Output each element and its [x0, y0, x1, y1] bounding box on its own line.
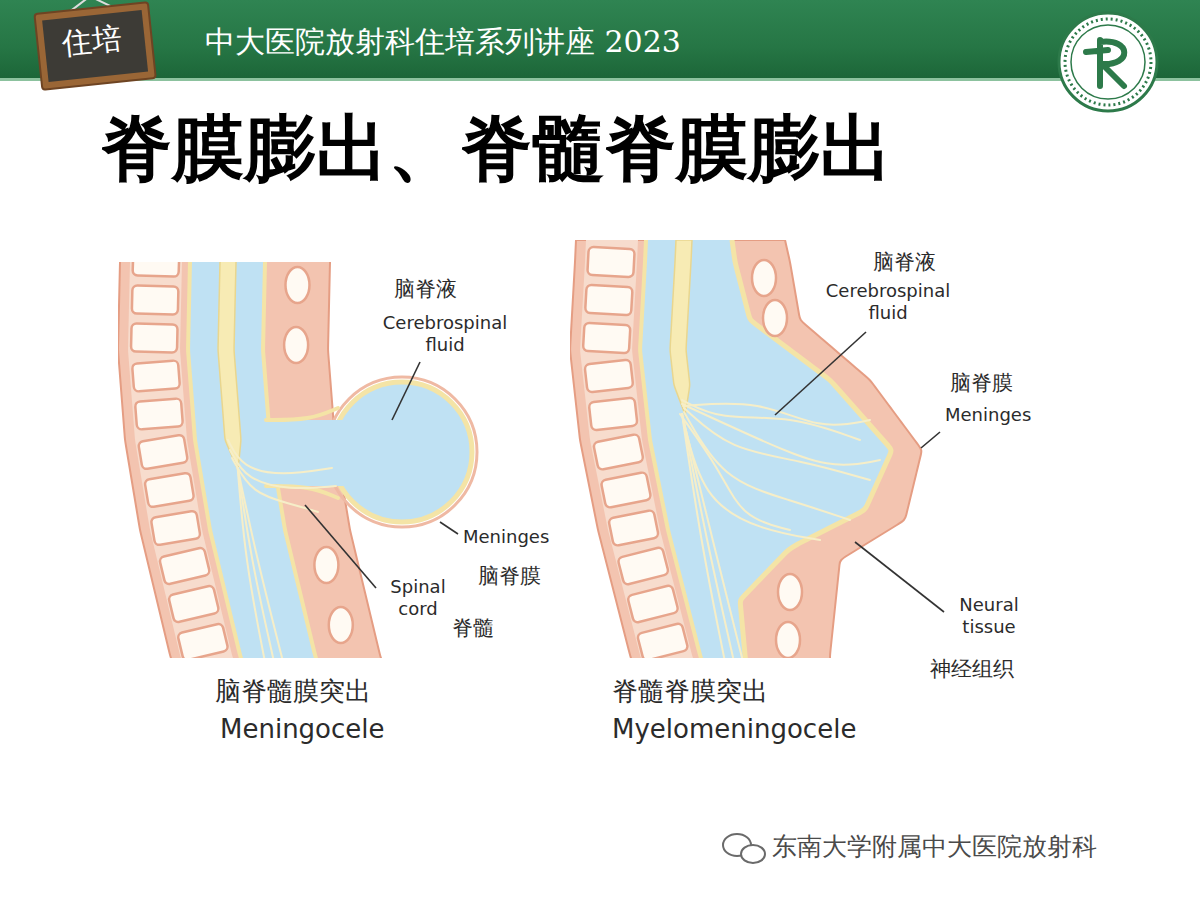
figure-caption: Meningocele: [220, 714, 385, 745]
figure-caption: 脊髓脊膜突出: [612, 676, 768, 707]
vertebral-body: [133, 262, 180, 277]
meninges-line: [732, 240, 891, 658]
nerve-root: [230, 450, 336, 488]
vertebral-body: [593, 434, 644, 470]
neural-tissue: [682, 400, 860, 440]
sac-neck: [266, 420, 346, 486]
spinal-cord: [670, 240, 692, 415]
header: [0, 0, 1200, 111]
spinous-process: [284, 327, 308, 363]
part-label: Meninges: [463, 526, 549, 548]
sac-neck-edge: [266, 408, 338, 420]
nerve-root: [232, 458, 318, 512]
part-label: 脑脊液: [394, 277, 457, 302]
vertebral-body: [617, 547, 669, 586]
part-label: Cerebrospinal fluid: [365, 312, 525, 355]
leader-line: [921, 432, 940, 448]
vertebral-body: [131, 323, 178, 352]
part-label: Spinal cord: [380, 576, 456, 619]
leader-line: [775, 332, 866, 415]
vertebral-body: [589, 398, 638, 431]
vertebral-body: [608, 510, 659, 546]
cauda-equina: [682, 414, 734, 658]
header-bar: [0, 0, 1200, 78]
header-rule: [0, 78, 1200, 81]
wechat-icon: [723, 834, 765, 863]
vertebral-body: [159, 547, 210, 585]
vertebral-body: [138, 434, 188, 469]
vertebral-body: [583, 323, 631, 354]
spinous-process: [776, 622, 800, 658]
leader-lines: [305, 332, 944, 612]
board-slate: [42, 10, 148, 82]
vertebral-body: [135, 398, 183, 429]
board-frame: [34, 2, 155, 89]
vertebral-body: [587, 247, 634, 277]
hospital-logo: [1059, 13, 1157, 111]
neural-tissue: [684, 412, 850, 520]
part-label: Neural tissue: [946, 594, 1032, 637]
slide-title: 脊膜膨出、脊髓脊膜膨出: [100, 112, 892, 184]
figures: [0, 0, 1200, 863]
vertebral-body: [585, 285, 633, 316]
logo-disc: [1059, 13, 1157, 111]
watermark: 东南大学附属中大医院放射科: [772, 832, 1097, 862]
logo-dots: [1065, 19, 1151, 105]
nerve-root: [228, 440, 332, 473]
vertebral-body: [168, 585, 219, 623]
spinous-process: [329, 607, 353, 643]
chat-bubble: [741, 845, 765, 863]
vertebral-body: [132, 285, 179, 314]
logo-ring: [1071, 25, 1145, 99]
vertebral-body: [132, 360, 180, 391]
spinous-process: [752, 260, 776, 296]
logo-mark: [1086, 40, 1124, 86]
spinous-process: [763, 300, 787, 336]
cauda-equina: [238, 468, 283, 658]
header-title: 中大医院放射科住培系列讲座 2023: [205, 24, 681, 60]
leader-line: [392, 362, 420, 420]
vertebral-body: [627, 585, 679, 624]
dura-line: [640, 240, 708, 658]
vertebral-body: [151, 510, 201, 545]
part-label: 脑脊膜: [950, 371, 1013, 396]
spinous-process: [314, 547, 338, 583]
spinal-canal-sac: [640, 240, 891, 658]
part-label: 脊髓: [452, 616, 494, 641]
part-label: 神经组织: [930, 657, 1014, 682]
meningeal-sac: [332, 382, 472, 522]
spinous-process: [778, 574, 802, 610]
dura-line: [188, 262, 248, 658]
vertebral-body: [637, 623, 689, 658]
part-label: 脑脊膜: [478, 564, 541, 589]
chalkboard-icon: [33, 0, 156, 90]
figure-caption: 脑脊髓膜突出: [215, 676, 371, 707]
vertebral-body: [177, 623, 228, 658]
spinous-process: [285, 267, 309, 303]
figure-caption: Myelomeningocele: [612, 714, 856, 745]
vertebral-body: [584, 360, 633, 393]
leader-line: [855, 542, 944, 612]
vertebral-body: [601, 472, 652, 508]
part-label: Meninges: [945, 404, 1031, 426]
neural-tissue: [682, 404, 880, 465]
badge-text: 住培: [60, 20, 123, 62]
spinal-cord: [218, 262, 241, 470]
part-label: 脑脊液: [873, 250, 936, 275]
cauda-equina: [682, 414, 743, 658]
vertebral-body: [144, 472, 194, 507]
leader-line: [305, 505, 376, 588]
leader-line: [440, 522, 458, 534]
part-label: Cerebrospinal fluid: [808, 280, 968, 323]
